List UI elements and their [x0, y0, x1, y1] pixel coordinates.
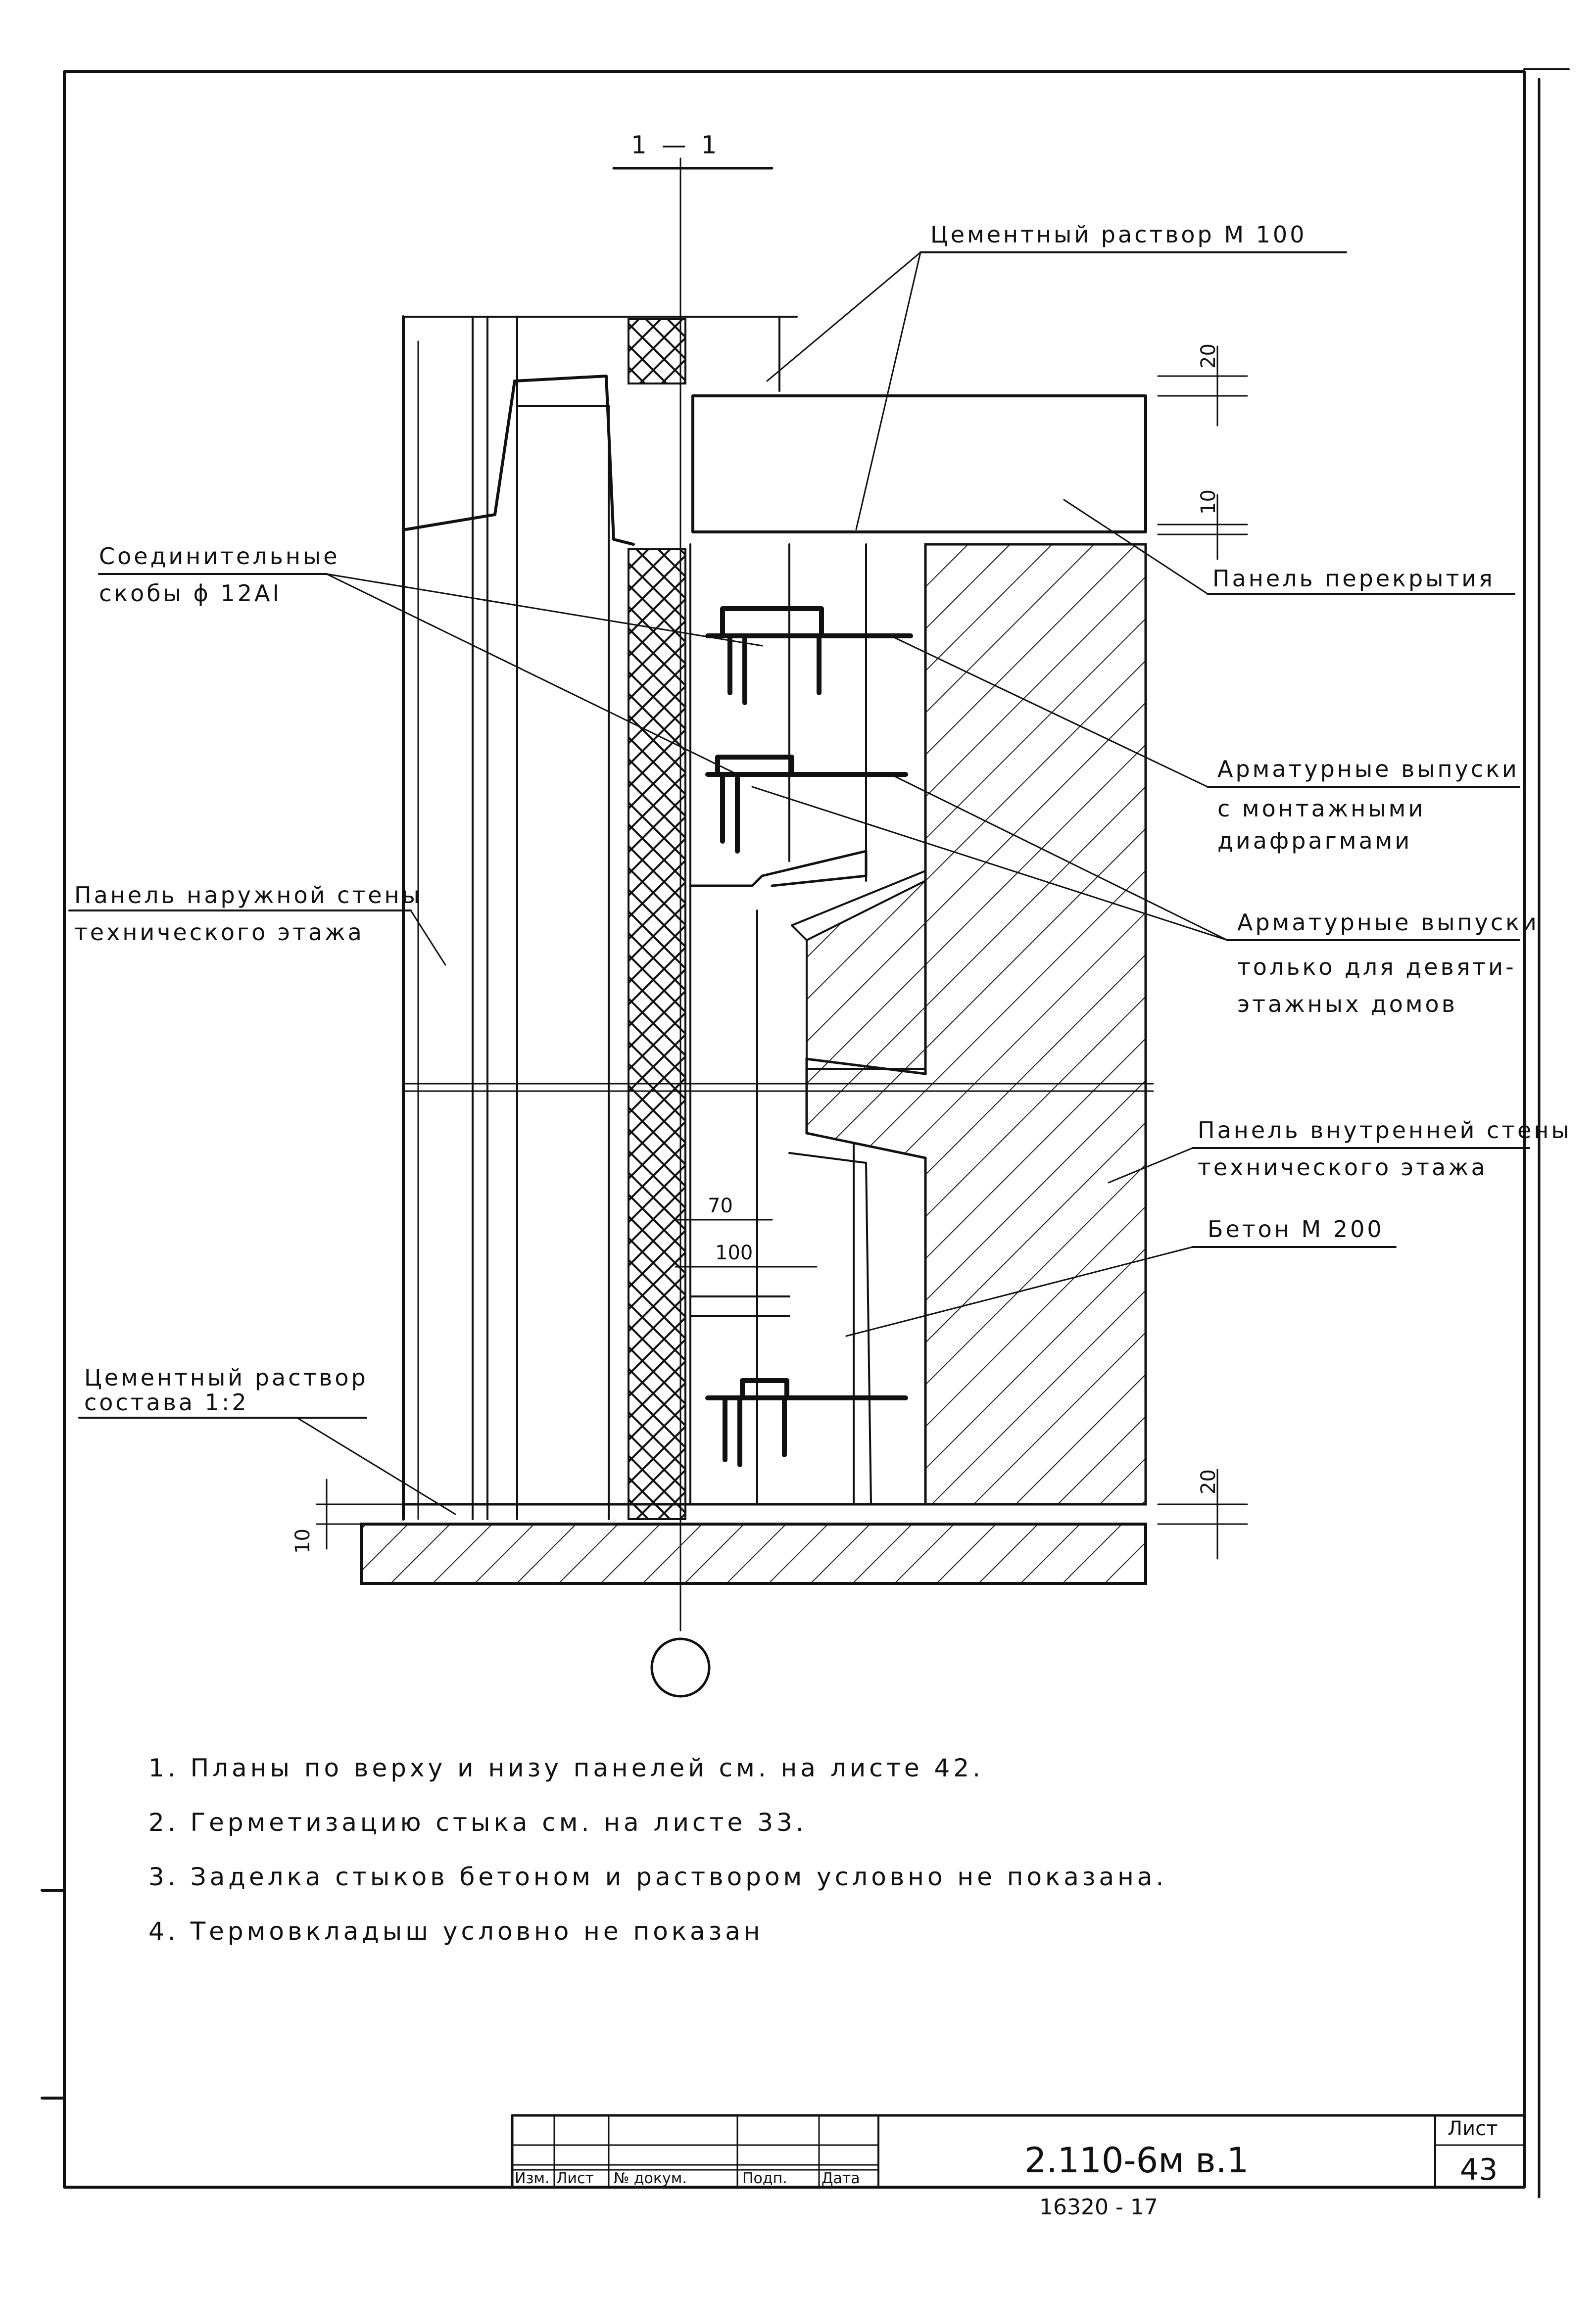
section-mark-label: 1 — 1	[631, 131, 720, 159]
insulation-strip	[628, 548, 686, 1520]
label-rebar-outlets-1-line3: диафрагмами	[1217, 827, 1412, 854]
stamp-number: 16320 - 17	[1039, 2195, 1158, 2220]
dim-bottom-left: 10	[291, 1529, 314, 1554]
label-cement-mortar-top: Цементный раствор М 100	[930, 221, 1306, 248]
label-floor-panel: Панель перекрытия	[1212, 565, 1495, 592]
notes: 1. Планы по верху и низу панелей см. на …	[148, 1754, 1167, 1946]
label-outer-wall-2: технического этажа	[74, 919, 364, 946]
note-3: 3. Заделка стыков бетоном и раствором ус…	[148, 1863, 1167, 1891]
axis-circle	[650, 1637, 711, 1698]
inner-wall-panel	[689, 543, 1147, 1506]
note-1: 1. Планы по верху и низу панелей см. на …	[148, 1754, 984, 1782]
dim-offset-100: 100	[715, 1242, 753, 1264]
bottom-slab	[360, 1503, 1147, 1585]
label-outer-wall-1: Панель наружной стены	[74, 882, 422, 909]
label-rebar-outlets-1-line1: Арматурные выпуски	[1217, 756, 1519, 782]
dim-offset-70: 70	[708, 1195, 733, 1217]
leader-lines	[68, 251, 1530, 1515]
sheet-label: Лист	[1448, 2117, 1498, 2140]
dimension-ticks	[316, 345, 1248, 1560]
tb-col-sign: Подп.	[742, 2170, 787, 2187]
label-rebar-outlets-2-line1: Арматурные выпуски	[1237, 909, 1539, 936]
label-brackets-2: скобы ϕ 12АI	[99, 580, 282, 607]
label-rebar-outlets-2-line3: этажных домов	[1237, 991, 1457, 1017]
dim-top-joint: 10	[1197, 489, 1220, 515]
title-block: Изм. Лист № докум. Подп. Дата 2.110-6м в…	[511, 2114, 1526, 2220]
insulation-top	[628, 318, 686, 384]
tb-col-doc: № докум.	[614, 2170, 687, 2187]
section-mark: 1 — 1	[612, 131, 774, 170]
floor-slab-panel	[691, 316, 1147, 533]
tb-col-list: Лист	[556, 2170, 594, 2187]
dim-top-gap: 20	[1197, 343, 1220, 369]
label-concrete: Бетон М 200	[1208, 1216, 1384, 1243]
tb-col-izm: Изм.	[515, 2170, 550, 2187]
document-code: 2.110-6м в.1	[1024, 2140, 1249, 2181]
note-4: 4. Термовкладыш условно не показан	[148, 1917, 764, 1946]
label-cement-mortar-bottom-1: Цементный раствор	[84, 1364, 368, 1391]
label-inner-wall-2: технического этажа	[1198, 1154, 1488, 1181]
outer-wall-panel	[402, 315, 798, 1521]
label-cement-mortar-bottom-2: состава 1:2	[84, 1389, 249, 1416]
label-rebar-outlets-2-line2: только для девяти-	[1237, 954, 1516, 980]
note-2: 2. Герметизацию стыка см. на листе 33.	[148, 1808, 807, 1837]
sheet-number: 43	[1460, 2153, 1498, 2187]
dim-bottom-right: 20	[1197, 1469, 1220, 1494]
tb-col-date: Дата	[822, 2170, 860, 2187]
label-rebar-outlets-1-line2: с монтажными	[1217, 795, 1425, 822]
label-brackets-1: Соединительные	[99, 543, 340, 570]
label-inner-wall-1: Панель внутренней стены	[1198, 1117, 1572, 1144]
